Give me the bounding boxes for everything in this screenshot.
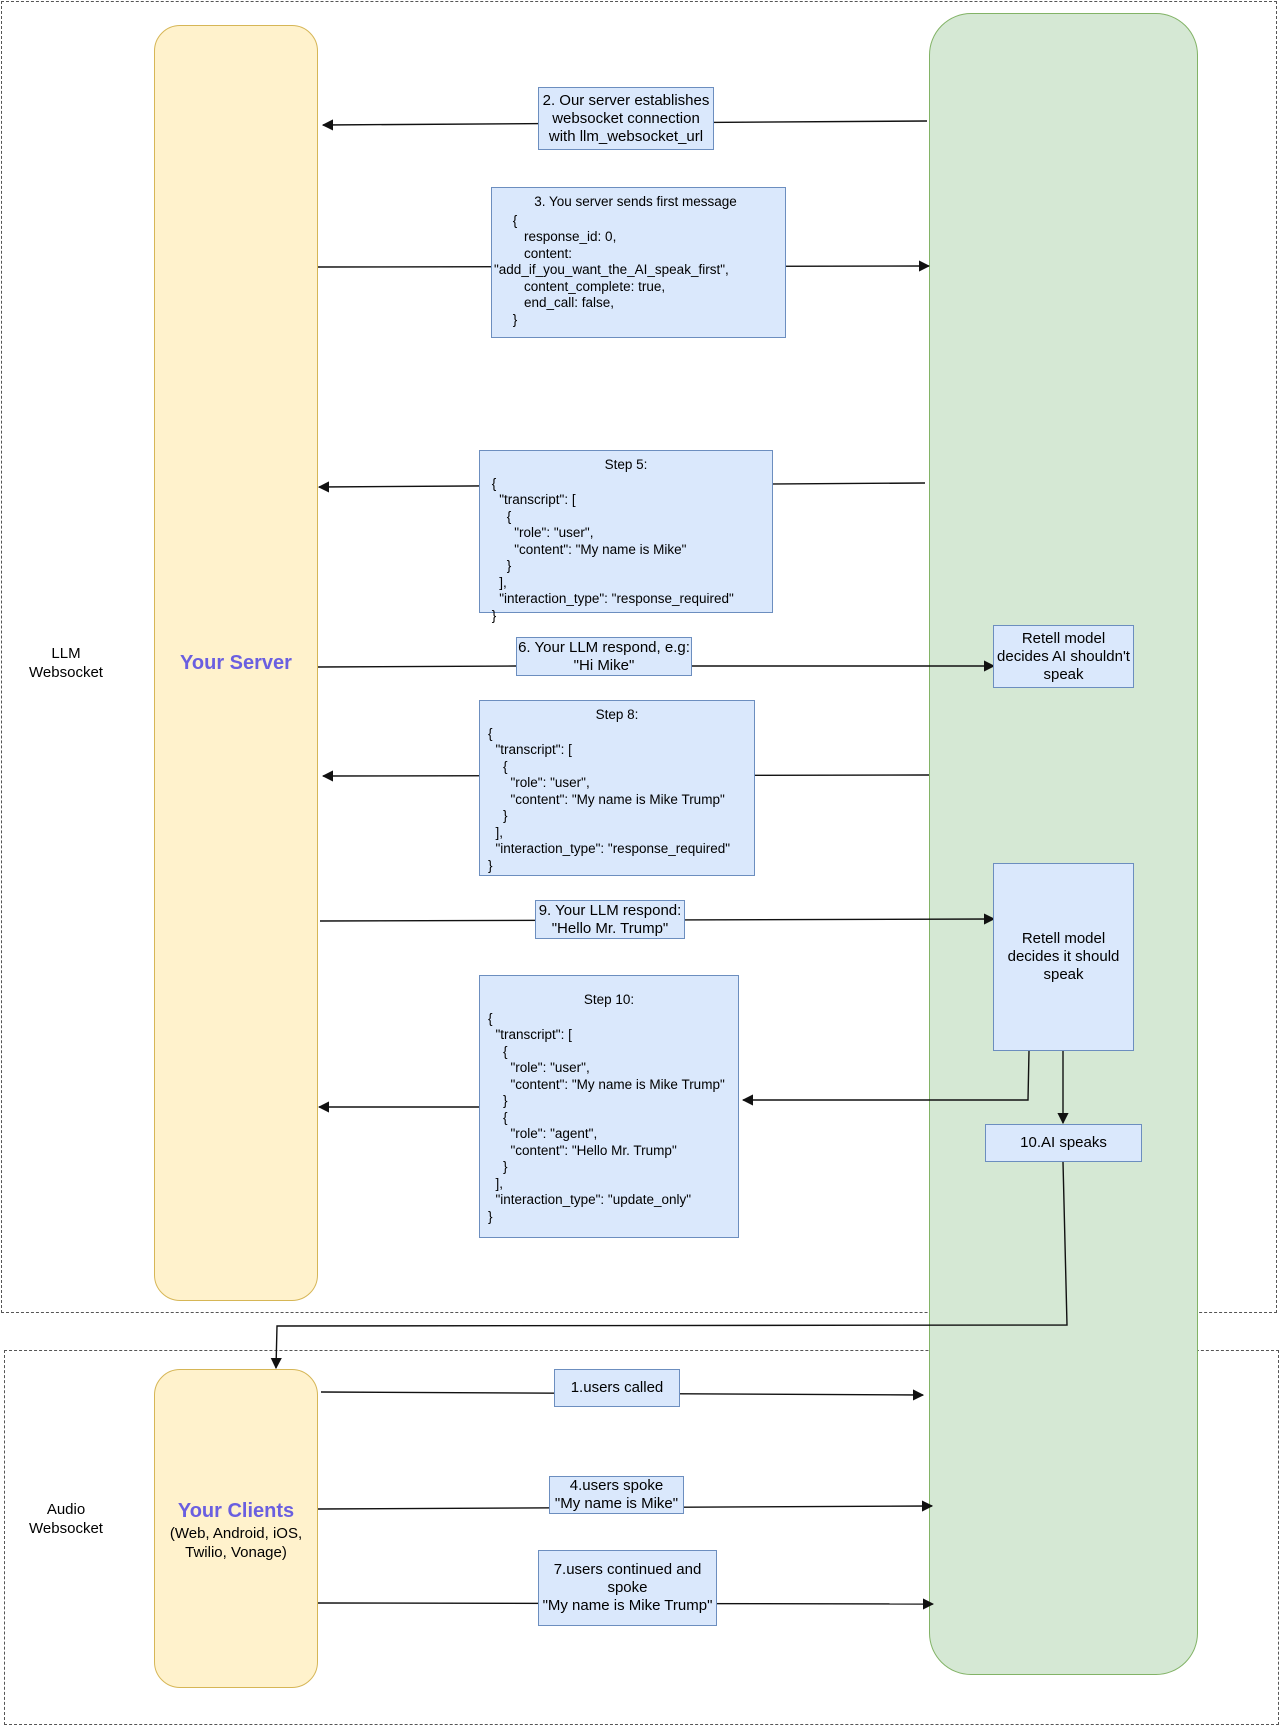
step10-heading: Step 10: — [583, 992, 635, 1007]
decision-no-speak-text: Retell model decides AI shouldn't speak — [997, 629, 1130, 683]
retell-lane — [929, 13, 1198, 1675]
step2-box: 2. Our server establishes websocket conn… — [538, 87, 714, 150]
step6-box: 6. Your LLM respond, e.g: "Hi Mike" — [516, 637, 692, 676]
ai-speaks-box: 10.AI speaks — [985, 1124, 1142, 1162]
step10-box: Step 10: { "transcript": [ { "role": "us… — [479, 975, 739, 1238]
step9-box: 9. Your LLM respond: "Hello Mr. Trump" — [535, 900, 685, 939]
llm-websocket-label: LLM Websocket — [29, 645, 103, 681]
your-clients-title: Your Clients — [177, 1500, 295, 1522]
step8-body: { "transcript": [ { "role": "user", "con… — [488, 725, 731, 873]
step4-box: 4.users spoke "My name is Mike" — [549, 1476, 684, 1514]
step5-box: Step 5: { "transcript": [ { "role": "use… — [479, 450, 773, 623]
decision-should-speak-box: Retell model decides it should speak — [993, 863, 1134, 1051]
step6-text: 6. Your LLM respond, e.g: "Hi Mike" — [518, 638, 690, 674]
your-server-lane — [154, 25, 318, 1301]
your-clients-subtitle: (Web, Android, iOS, Twilio, Vonage) — [169, 1525, 303, 1561]
step3-box: 3. You server sends first message { resp… — [491, 187, 786, 338]
step5-heading: Step 5: — [604, 457, 648, 472]
decision-no-speak-box: Retell model decides AI shouldn't speak — [993, 625, 1134, 688]
step8-heading: Step 8: — [595, 707, 639, 722]
ai-speaks-text: 10.AI speaks — [1020, 1134, 1107, 1151]
step5-body: { "transcript": [ { "role": "user", "con… — [491, 475, 734, 623]
audio-websocket-label: Audio Websocket — [29, 1501, 103, 1537]
your-server-title: Your Server — [180, 652, 292, 674]
your-clients-lane — [154, 1369, 318, 1688]
step1-box: 1.users called — [554, 1369, 680, 1407]
step4-text: 4.users spoke "My name is Mike" — [554, 1477, 679, 1512]
step7-text: 7.users continued and spoke "My name is … — [542, 1561, 713, 1614]
decision-should-speak-text: Retell model decides it should speak — [1007, 930, 1120, 983]
step9-text: 9. Your LLM respond: "Hello Mr. Trump" — [538, 901, 682, 937]
step10-body: { "transcript": [ { "role": "user", "con… — [488, 1010, 725, 1224]
step3-heading: 3. You server sends first message — [534, 194, 737, 209]
step7-box: 7.users continued and spoke "My name is … — [538, 1550, 717, 1626]
step1-text: 1.users called — [570, 1379, 664, 1396]
step8-box: Step 8: { "transcript": [ { "role": "use… — [479, 700, 755, 876]
step2-text: 2. Our server establishes websocket conn… — [542, 91, 710, 145]
step3-body: { response_id: 0, content: "add_if_you_w… — [494, 212, 729, 327]
